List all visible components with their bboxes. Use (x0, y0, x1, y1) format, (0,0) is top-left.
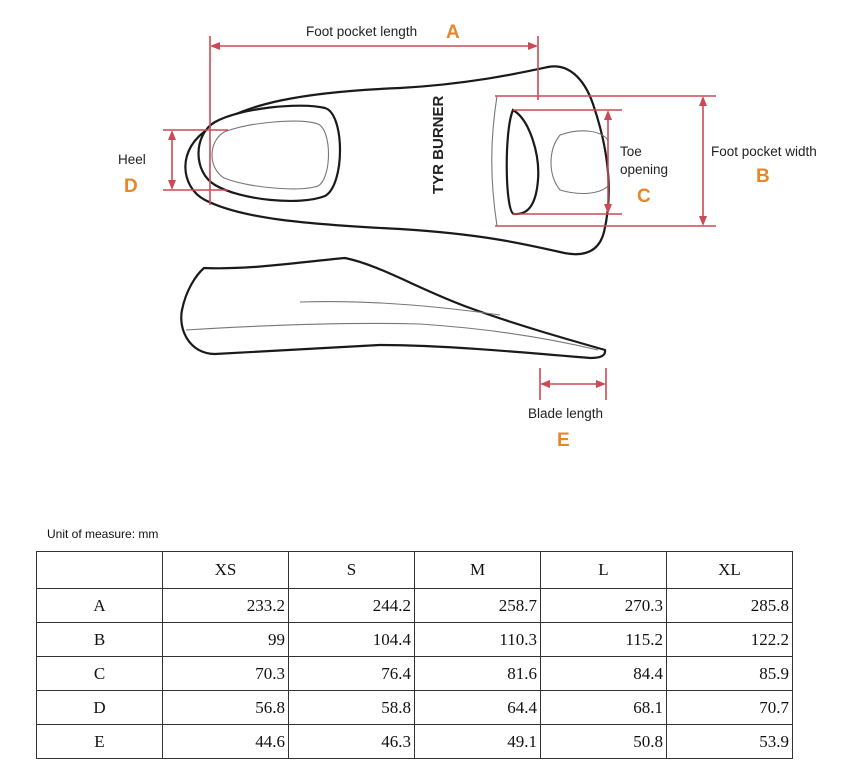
table-cell: 56.8 (162, 690, 289, 725)
dimension-d: Heel D (118, 129, 228, 197)
table-header-row: XS S M L XL (36, 551, 793, 589)
table-cell: 64.4 (414, 690, 541, 725)
table-cell: 58.8 (288, 690, 415, 725)
dimension-e: Blade length E (528, 368, 607, 451)
column-header: S (288, 551, 415, 589)
row-label: C (36, 656, 163, 691)
row-label: E (36, 724, 163, 759)
pocket-divider (491, 95, 498, 227)
dimension-a: Foot pocket length A (209, 22, 539, 205)
dimension-c: Toe opening C (513, 109, 668, 215)
table-row: B 99 104.4 110.3 115.2 122.2 (36, 622, 793, 657)
table-cell: 258.7 (414, 588, 541, 623)
table-cell: 99 (162, 622, 289, 657)
table-row: E 44.6 46.3 49.1 50.8 53.9 (36, 724, 793, 759)
column-header: XL (666, 551, 793, 589)
foot-pocket-length-letter: A (446, 22, 460, 43)
table-row: C 70.3 76.4 81.6 84.4 85.9 (36, 656, 793, 691)
table-cell: 122.2 (666, 622, 793, 657)
table-cell: 104.4 (288, 622, 415, 657)
side-view-rib (299, 301, 501, 316)
table-cell: 81.6 (414, 656, 541, 691)
table-cell: 110.3 (414, 622, 541, 657)
table-cell: 50.8 (540, 724, 667, 759)
foot-pocket-width-label: Foot pocket width (711, 144, 817, 159)
table-cell: 70.3 (162, 656, 289, 691)
foot-pocket-width-letter: B (756, 166, 770, 187)
table-cell: 49.1 (414, 724, 541, 759)
row-label: D (36, 690, 163, 725)
row-label: B (36, 622, 163, 657)
size-table: XS S M L XL A 233.2 244.2 258.7 270.3 28… (36, 551, 793, 759)
blade-length-label: Blade length (528, 406, 603, 421)
table-row: A 233.2 244.2 258.7 270.3 285.8 (36, 588, 793, 623)
table-cell: 46.3 (288, 724, 415, 759)
dimension-b: Foot pocket width B (495, 95, 817, 227)
column-header: L (540, 551, 667, 589)
toe-opening-label-2: opening (620, 162, 668, 177)
toe-opening-outline (505, 108, 540, 216)
table-cell: 85.9 (666, 656, 793, 691)
fin-side-view-outline (180, 256, 607, 360)
table-cell: 270.3 (540, 588, 667, 623)
foot-pocket-length-label: Foot pocket length (306, 24, 417, 39)
blade-channel (550, 130, 609, 195)
heel-label: Heel (118, 152, 146, 167)
logo-text: TYR BURNER (430, 95, 447, 194)
table-cell: 53.9 (666, 724, 793, 759)
table-cell: 244.2 (288, 588, 415, 623)
table-cell: 115.2 (540, 622, 667, 657)
toe-opening-letter: C (637, 186, 651, 207)
heel-opening (197, 104, 341, 202)
blade-length-letter: E (557, 430, 570, 451)
table-cell: 84.4 (540, 656, 667, 691)
table-cell: 233.2 (162, 588, 289, 623)
heel-letter: D (124, 176, 138, 197)
table-cell: 285.8 (666, 588, 793, 623)
fin-diagram: TYR BURNER Foot pocket length A Foot poc… (118, 22, 817, 451)
table-cell: 68.1 (540, 690, 667, 725)
table-cell: 70.7 (666, 690, 793, 725)
table-cell: 44.6 (162, 724, 289, 759)
heel-inner-line (211, 120, 329, 190)
table-row: D 56.8 58.8 64.4 68.1 70.7 (36, 690, 793, 725)
table-corner-cell (36, 551, 163, 589)
toe-opening-label-1: Toe (620, 144, 642, 159)
column-header: XS (162, 551, 289, 589)
unit-note: Unit of measure: mm (47, 527, 159, 541)
side-view-inner-line (185, 322, 599, 351)
row-label: A (36, 588, 163, 623)
column-header: M (414, 551, 541, 589)
table-cell: 76.4 (288, 656, 415, 691)
